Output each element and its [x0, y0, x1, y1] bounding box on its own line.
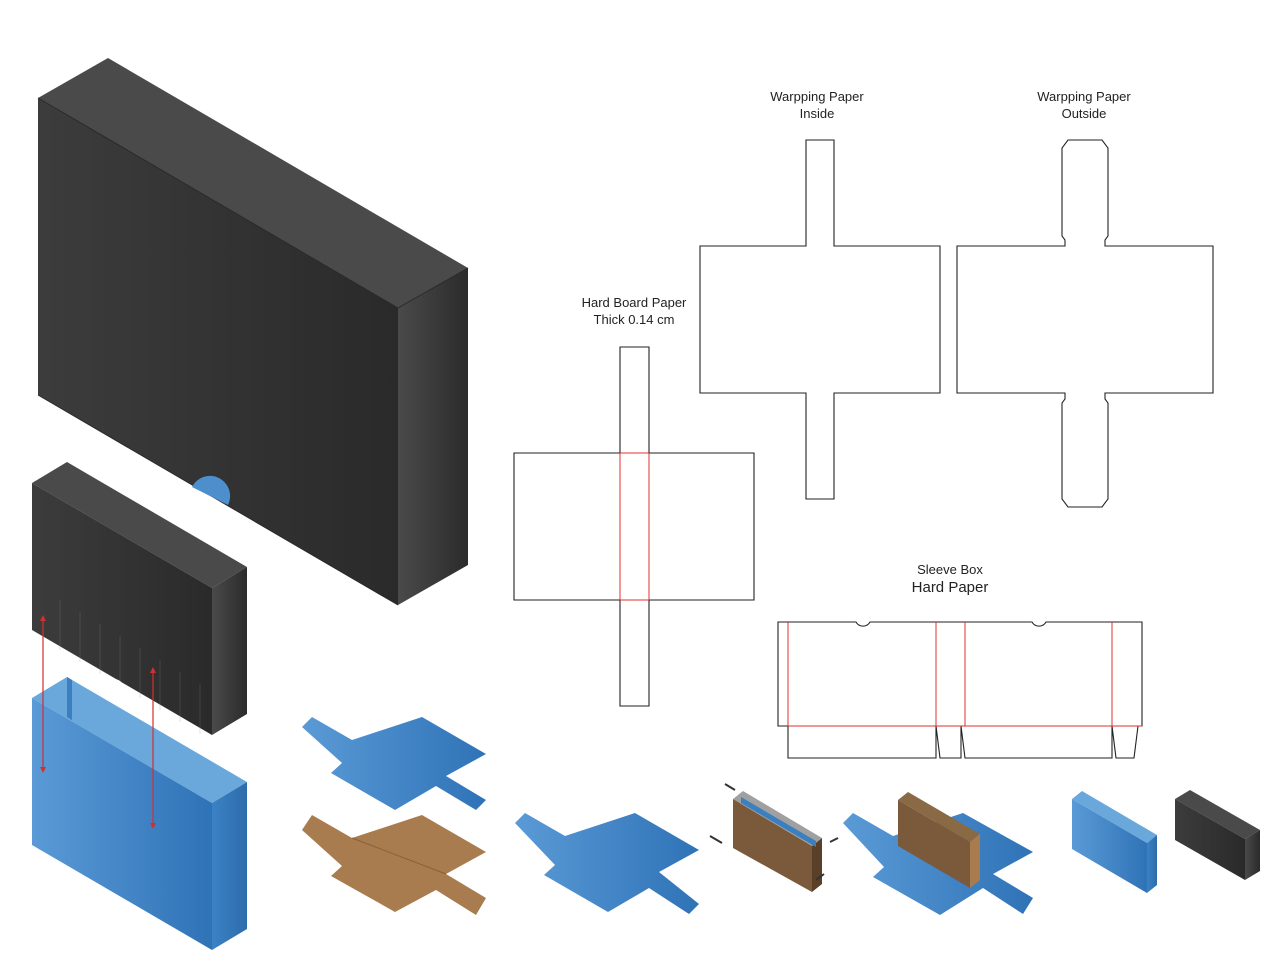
assembly-arrows — [40, 615, 156, 829]
hard-board-title: Hard Board Paper — [581, 295, 687, 310]
step-blue-wrap — [302, 717, 486, 810]
large-box-side — [398, 268, 468, 605]
hard-board-thickness: Thick 0.14 cm — [593, 312, 675, 327]
large-box-top — [38, 58, 468, 308]
wrapping-inside-title: Warpping Paper — [770, 89, 864, 104]
thumb-notch — [192, 475, 231, 505]
sleeve-box-label: Sleeve Box Hard Paper — [912, 561, 989, 598]
step-kraft-tray — [709, 783, 839, 892]
blue-tray — [32, 677, 247, 950]
sleeve-box-material: Hard Paper — [911, 579, 989, 596]
wrapping-inside-subtitle: Inside — [799, 106, 835, 121]
wrapping-inside-dieline — [699, 139, 941, 500]
large-box-front — [38, 98, 398, 605]
sleeve-box-title: Sleeve Box — [917, 562, 983, 577]
small-sleeve-box — [32, 462, 247, 735]
wrapping-outside-title: Warpping Paper — [1037, 89, 1131, 104]
wrapping-outside-subtitle: Outside — [1061, 106, 1107, 121]
step-combined-wrap — [515, 813, 699, 914]
wrapping-outside-dieline — [956, 139, 1214, 508]
step-sleeve-final — [1175, 790, 1260, 880]
sleeve-box-dieline — [777, 621, 1143, 759]
hard-board-dieline — [513, 346, 755, 707]
hard-board-label: Hard Board Paper Thick 0.14 cm — [582, 294, 687, 328]
large-sleeve-box — [37, 58, 469, 606]
step-wrap-tray — [843, 792, 1033, 915]
step-kraft-board — [302, 815, 486, 915]
step-blue-tray-final — [1072, 791, 1157, 893]
wrapping-inside-label: Warpping Paper Inside — [770, 88, 863, 122]
wrapping-outside-label: Warpping Paper Outside — [1037, 88, 1130, 122]
